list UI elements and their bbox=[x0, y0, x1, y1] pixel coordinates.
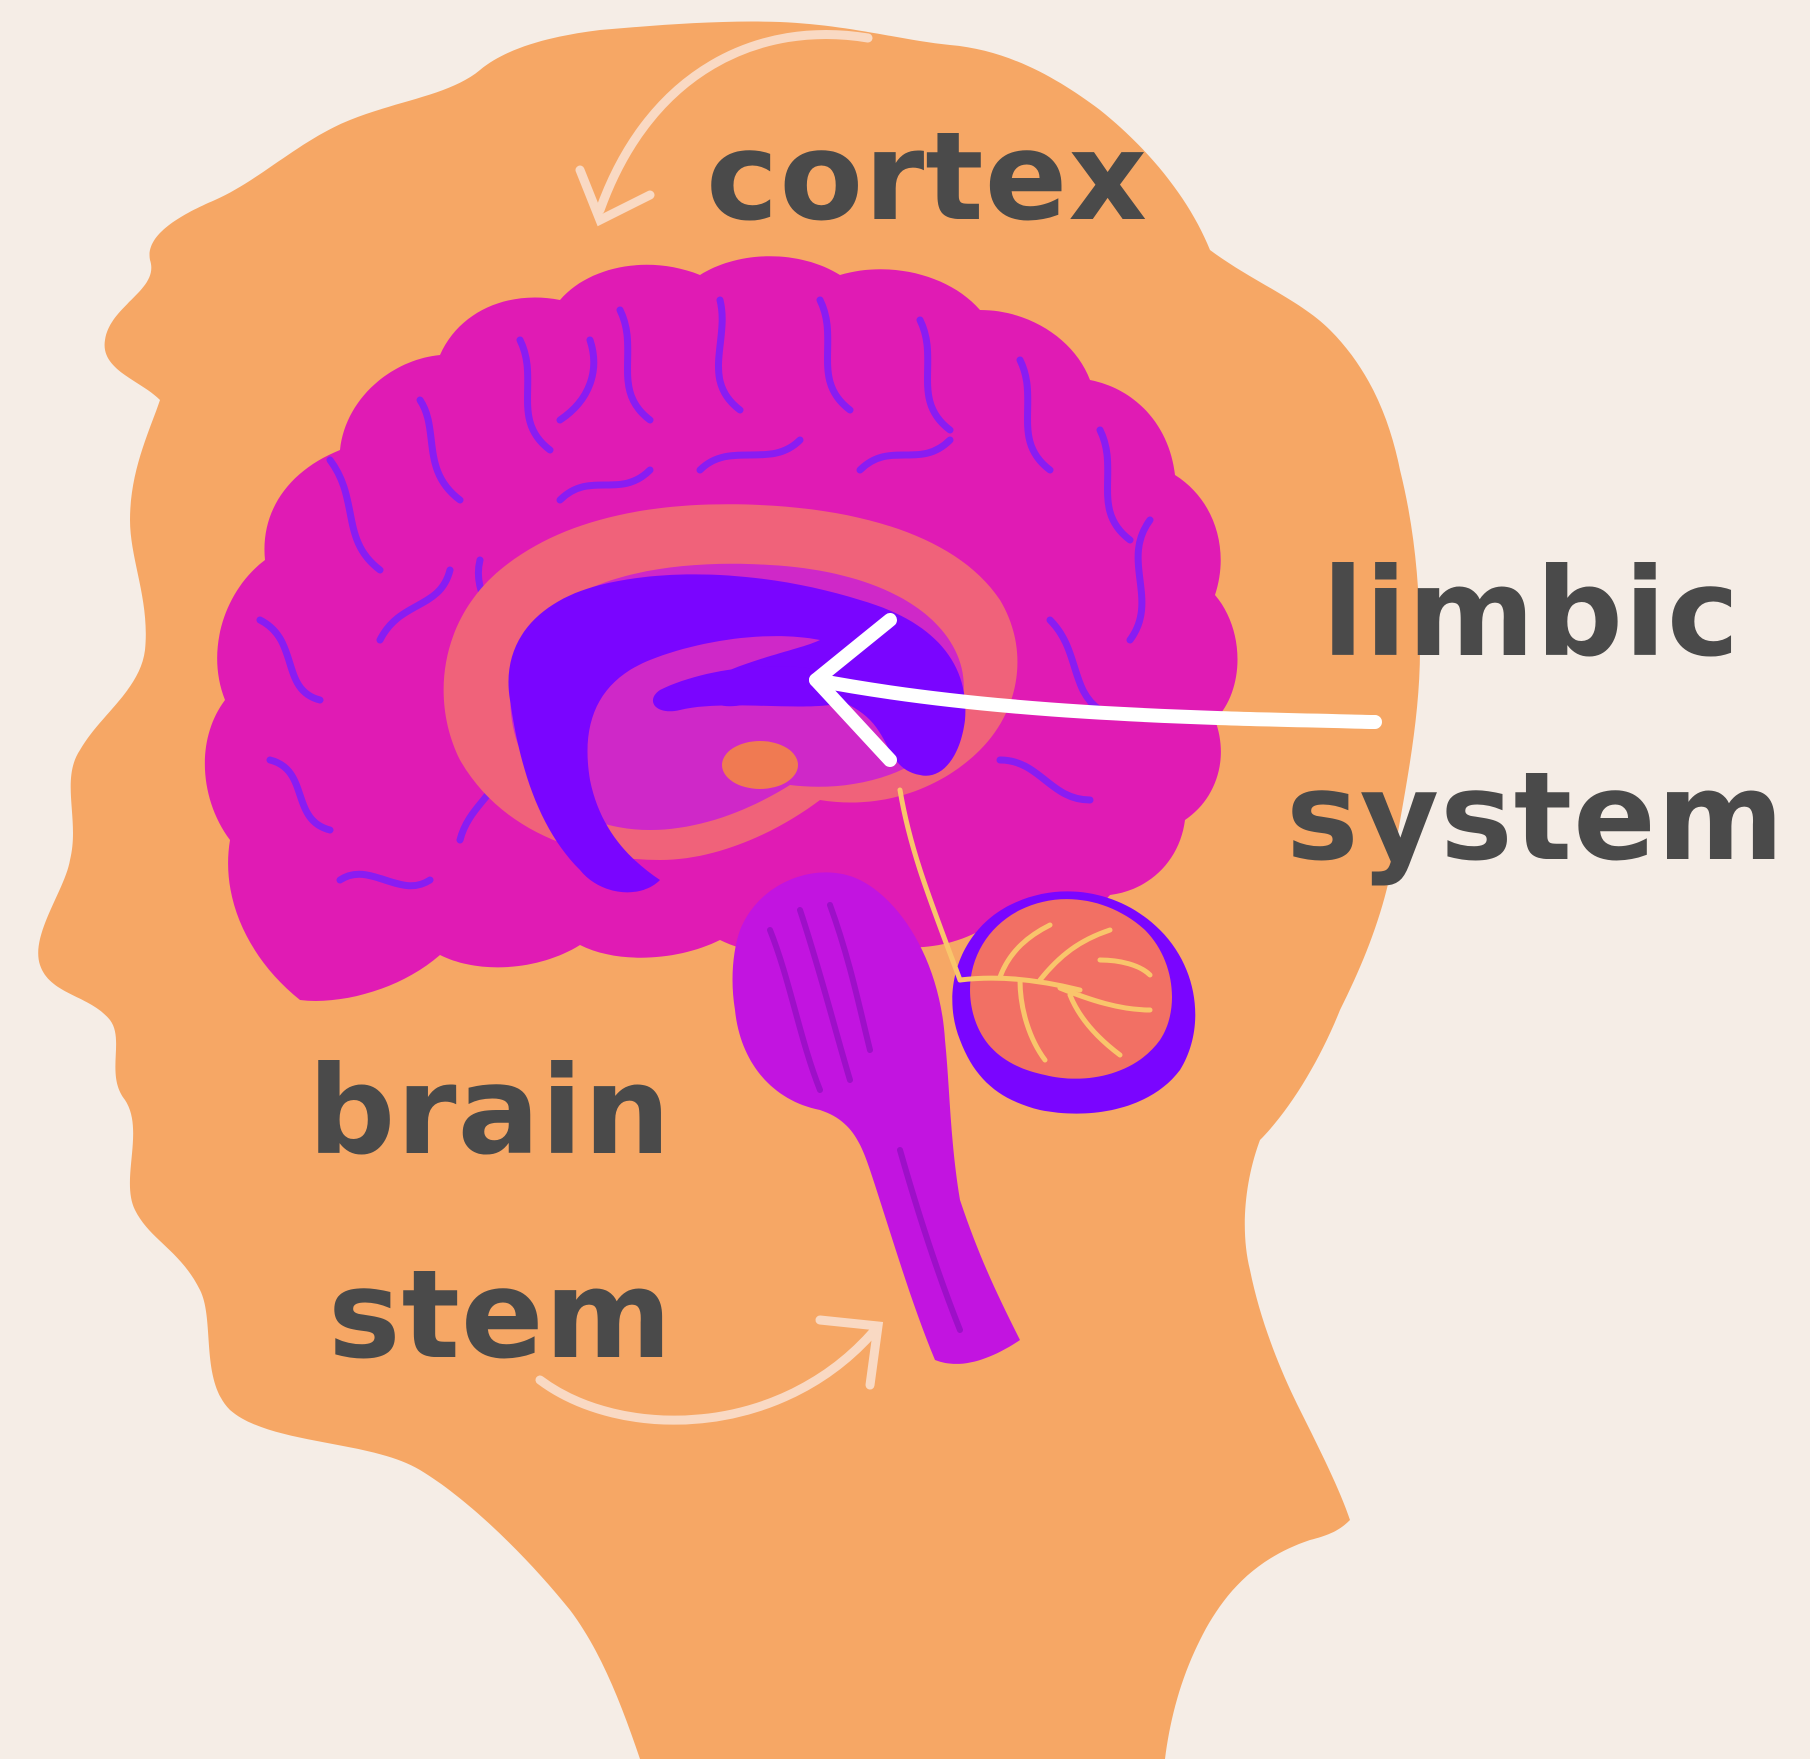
brain-stem-label-line1: brain bbox=[308, 1046, 672, 1176]
cortex-label: cortex bbox=[706, 112, 1148, 242]
thalamus bbox=[722, 741, 798, 789]
brain-stem-label-line2: stem bbox=[328, 1250, 673, 1380]
limbic-system-label-line2: system bbox=[1286, 752, 1785, 882]
limbic-system-label-line1: limbic bbox=[1322, 548, 1740, 678]
